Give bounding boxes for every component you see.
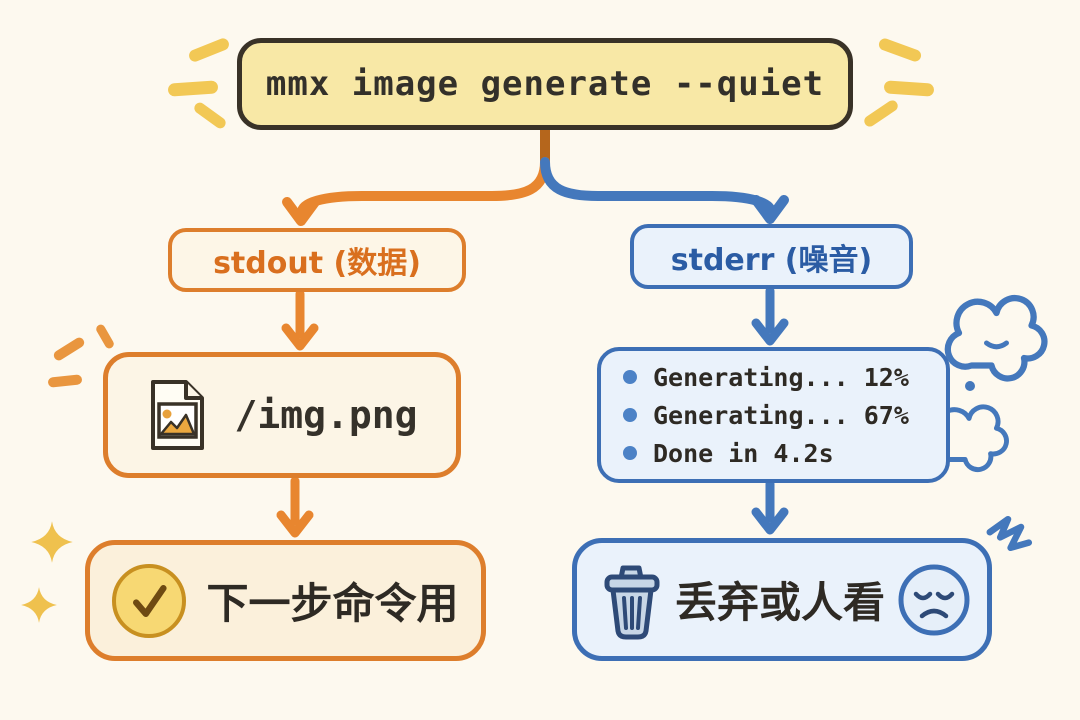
command-box: mmx image generate --quiet <box>237 38 853 130</box>
trash-icon <box>604 565 660 639</box>
emphasis-dash-icon <box>47 374 83 388</box>
sparkle-dash-icon <box>192 100 228 131</box>
check-icon <box>112 563 187 638</box>
sparkle-dash-icon <box>877 36 923 64</box>
emphasis-dash-icon <box>94 322 116 351</box>
sad-face-icon <box>898 564 970 635</box>
log-line: Done in 4.2s <box>623 439 834 468</box>
log-line: Generating... 12% <box>623 363 909 392</box>
image-file-icon <box>151 380 205 450</box>
command-text: mmx image generate --quiet <box>265 64 825 104</box>
stderr-result-box: 丢弃或人看 <box>572 538 992 661</box>
image-file-box: /img.png <box>103 352 461 478</box>
stderr-log-box: Generating... 12% Generating... 67% Done… <box>597 347 950 483</box>
sparkle-star-icon <box>31 521 73 563</box>
stderr-result-label: 丢弃或人看 <box>675 578 886 627</box>
sparkle-dash-icon <box>883 80 935 97</box>
bullet-icon <box>623 446 637 460</box>
sparkle-dash-icon <box>187 36 231 64</box>
stdout-result-label: 下一步命令用 <box>206 579 459 628</box>
emphasis-dash-icon <box>51 335 87 363</box>
sparkle-dash-icon <box>862 98 900 129</box>
log-line: Generating... 67% <box>623 401 909 430</box>
stderr-label: stderr (噪音) <box>670 242 873 278</box>
bullet-icon <box>623 408 637 422</box>
sparkle-star-icon <box>21 587 57 623</box>
bullet-icon <box>623 370 637 384</box>
sparkle-dash-icon <box>167 80 219 97</box>
stderr-label-box: stderr (噪音) <box>630 224 913 289</box>
image-filename: /img.png <box>234 393 418 437</box>
stdout-result-box: 下一步命令用 <box>85 540 486 661</box>
stdout-label: stdout (数据) <box>213 246 421 281</box>
cloud-puff-icon <box>944 295 1048 382</box>
cloud-dot-icon <box>965 381 975 391</box>
stdout-label-box: stdout (数据) <box>168 228 466 292</box>
